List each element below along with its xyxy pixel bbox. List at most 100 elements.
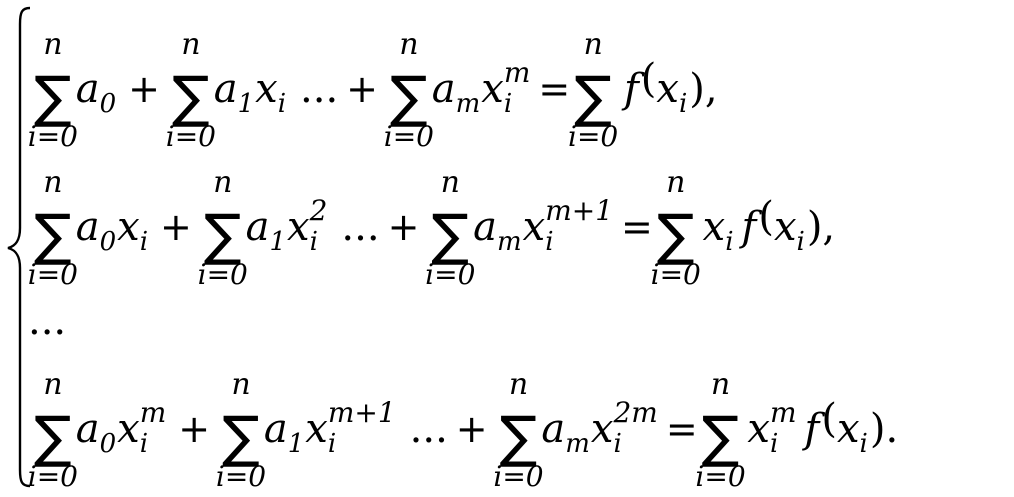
summation-lower-limit: i=0 [28,258,78,291]
summation-symbol: ∑ [34,65,72,130]
variable-superscript: m+1 [328,396,396,429]
summation-upper-limit: n [711,367,730,402]
rhs-factor: x [703,204,726,250]
equals-sign: = [538,67,570,111]
function-argument-subscript: i [679,89,687,119]
variable-subscript: i [328,429,336,459]
close-paren: ). [870,406,898,452]
summation-lower-limit: i=0 [425,258,475,291]
equals-sign: = [666,407,698,451]
summation-symbol: ∑ [657,203,695,268]
coefficient-subscript: 1 [238,89,255,119]
plus-sign: + [160,205,192,249]
close-paren: ), [807,204,835,250]
coefficient: a [214,66,238,112]
variable: x [523,204,546,250]
summation-upper-limit: n [583,27,602,62]
coefficient-subscript: 1 [288,429,305,459]
variable-superscript: m+1 [545,194,613,227]
coefficient: a [76,66,100,112]
row-ellipsis: ... [28,298,66,344]
coefficient-subscript: m [497,227,522,257]
summation-upper-limit: n [43,367,62,402]
plus-sign: + [128,67,160,111]
variable: x [287,204,310,250]
variable: x [591,406,614,452]
variable: x [255,66,278,112]
coefficient-subscript: 1 [269,227,286,257]
variable: x [305,406,328,452]
summation-lower-limit: i=0 [198,258,248,291]
summation-lower-limit: i=0 [166,120,216,153]
variable-subscript: i [613,429,621,459]
open-paren: ( [821,396,837,442]
variable: x [481,66,504,112]
variable-subscript: i [278,89,286,119]
summation-symbol: ∑ [34,203,72,268]
summation-lower-limit: i=0 [651,258,701,291]
function-argument: x [837,406,860,452]
summation-upper-limit: n [666,165,685,200]
summation-symbol: ∑ [34,405,72,470]
summation-upper-limit: n [399,27,418,62]
summation-symbol: ∑ [431,203,469,268]
summation-symbol: ∑ [390,65,428,130]
summation-lower-limit: i=0 [568,120,618,153]
variable-subscript: i [545,227,553,257]
summation-lower-limit: i=0 [216,460,266,493]
coefficient: a [264,406,288,452]
plus-sign: + [388,205,420,249]
function-argument-subscript: i [860,429,868,459]
rhs-factor: x [747,406,770,452]
coefficient: a [541,406,565,452]
rhs-factor-subscript: i [725,227,733,257]
summation-lower-limit: i=0 [493,460,543,493]
variable: x [117,204,140,250]
summation-symbol: ∑ [222,405,260,470]
open-paren: ( [641,56,657,102]
term-ellipsis: ... [341,204,379,250]
variable-subscript: i [504,89,512,119]
variable-superscript: 2 [309,194,328,227]
summation-symbol: ∑ [500,405,538,470]
summation-lower-limit: i=0 [695,460,745,493]
summation-upper-limit: n [231,367,250,402]
summation-symbol: ∑ [172,65,210,130]
variable-superscript: m [140,396,167,429]
rhs-factor-subscript: i [770,429,778,459]
variable-subscript: i [140,227,148,257]
summation-upper-limit: n [213,165,232,200]
function-argument: x [774,204,797,250]
coefficient: a [76,406,100,452]
plus-sign: + [456,407,488,451]
summation-upper-limit: n [441,165,460,200]
left-brace [7,6,31,488]
summation-upper-limit: n [509,367,528,402]
summation-lower-limit: i=0 [384,120,434,153]
variable-superscript: m [504,56,531,89]
variable-subscript: i [310,227,318,257]
coefficient-subscript: 0 [100,89,117,119]
plus-sign: + [346,67,378,111]
coefficient-subscript: m [456,89,481,119]
open-paren: ( [758,194,774,240]
variable-superscript: 2m [612,396,657,429]
function-argument: x [656,66,679,112]
summation-upper-limit: n [43,27,62,62]
summation-lower-limit: i=0 [28,460,78,493]
term-ellipsis: ... [410,406,448,452]
variable: x [117,406,140,452]
summation-lower-limit: i=0 [28,120,78,153]
summation-symbol: ∑ [574,65,612,130]
summation-symbol: ∑ [204,203,242,268]
rhs-factor-superscript: m [770,396,797,429]
coefficient-subscript: 0 [100,227,117,257]
close-paren: ), [689,66,717,112]
coefficient: a [246,204,270,250]
function-argument-subscript: i [797,227,805,257]
coefficient: a [432,66,456,112]
